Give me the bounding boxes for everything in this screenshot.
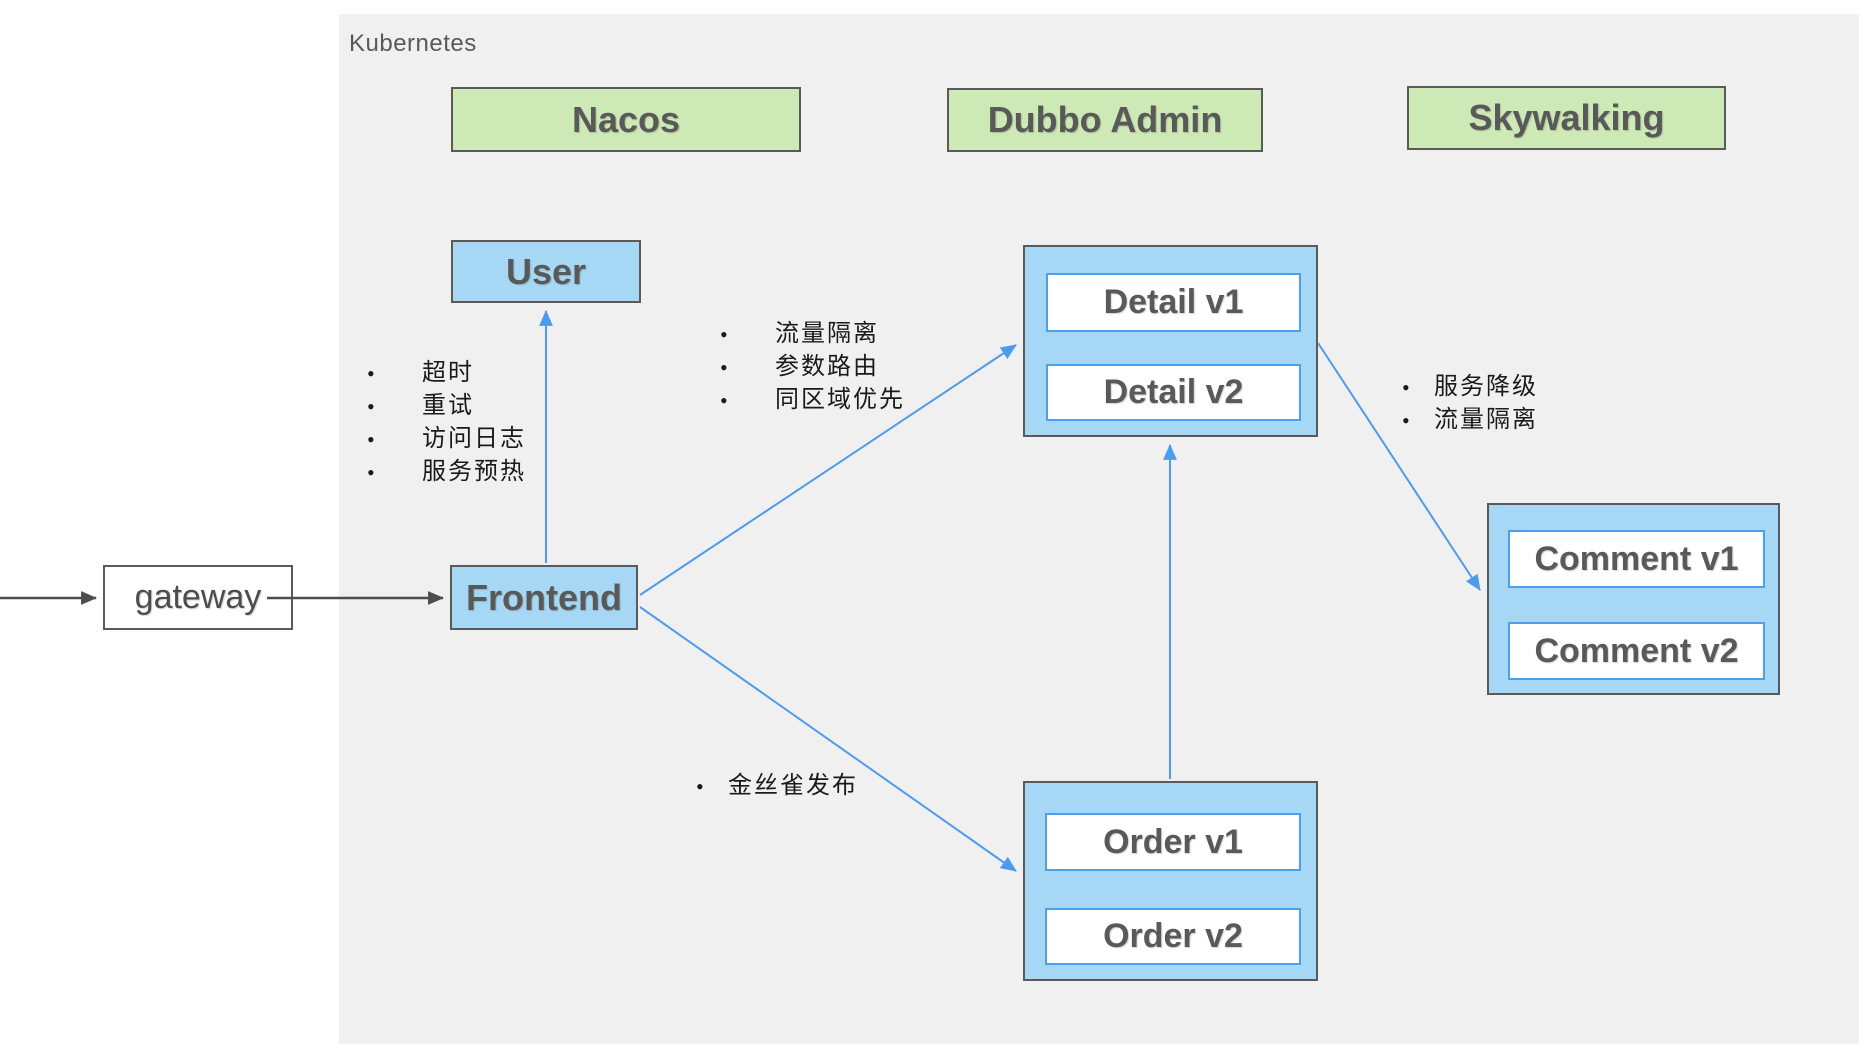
annotation-item: 金丝雀发布 (694, 770, 858, 803)
annotation-item: 访问日志 (365, 423, 526, 456)
pod-detail-v1-label: Detail v1 (1103, 283, 1244, 321)
node-user-label: User (505, 250, 587, 292)
annotation-item: 流量隔离 (1400, 404, 1538, 437)
pod-order-v1-label: Order v1 (1103, 822, 1243, 861)
pod-comment-v2-label: Comment v2 (1534, 631, 1739, 670)
pod-detail-v2: Detail v2 (1046, 364, 1301, 421)
annotation-item: 流量隔离 (718, 318, 905, 351)
annotation-item: 服务预热 (365, 456, 526, 489)
pod-comment-v1-label: Comment v1 (1534, 539, 1739, 578)
group-order: Order v1 Order v2 (1023, 781, 1318, 981)
group-comment: Comment v1 Comment v2 (1487, 503, 1780, 695)
annotation-item: 同区域优先 (718, 384, 905, 417)
annotation-item: 超时 (365, 357, 526, 390)
node-gateway-label: gateway (134, 578, 262, 616)
annotation-list-frontend-user: 超时 重试 访问日志 服务预热 (365, 357, 526, 489)
node-dubbo-admin: Dubbo Admin (947, 88, 1263, 152)
annotation-list-frontend-order: 金丝雀发布 (694, 770, 858, 803)
node-user: User (451, 240, 641, 303)
node-frontend: Frontend (450, 565, 638, 630)
pod-comment-v1: Comment v1 (1508, 530, 1765, 588)
annotation-item: 重试 (365, 390, 526, 423)
cluster-title: Kubernetes (349, 30, 477, 57)
annotation-list-frontend-detail: 流量隔离 参数路由 同区域优先 (718, 318, 905, 417)
annotation-item: 参数路由 (718, 351, 905, 384)
node-skywalking-label: Skywalking (1468, 97, 1665, 138)
node-dubbo-admin-label: Dubbo Admin (987, 99, 1223, 140)
node-nacos: Nacos (451, 87, 801, 152)
node-nacos-label: Nacos (571, 98, 681, 140)
pod-comment-v2: Comment v2 (1508, 622, 1765, 680)
node-frontend-label: Frontend (466, 576, 622, 618)
pod-order-v1: Order v1 (1045, 813, 1301, 871)
annotation-list-detail-comment: 服务降级 流量隔离 (1400, 371, 1538, 437)
pod-detail-v1: Detail v1 (1046, 273, 1301, 332)
pod-detail-v2-label: Detail v2 (1103, 373, 1244, 411)
pod-order-v2-label: Order v2 (1103, 917, 1243, 955)
group-detail: Detail v1 Detail v2 (1023, 245, 1318, 437)
pod-order-v2: Order v2 (1045, 908, 1301, 965)
node-skywalking: Skywalking (1407, 86, 1726, 150)
node-gateway: gateway (103, 565, 293, 630)
annotation-item: 服务降级 (1400, 371, 1538, 404)
